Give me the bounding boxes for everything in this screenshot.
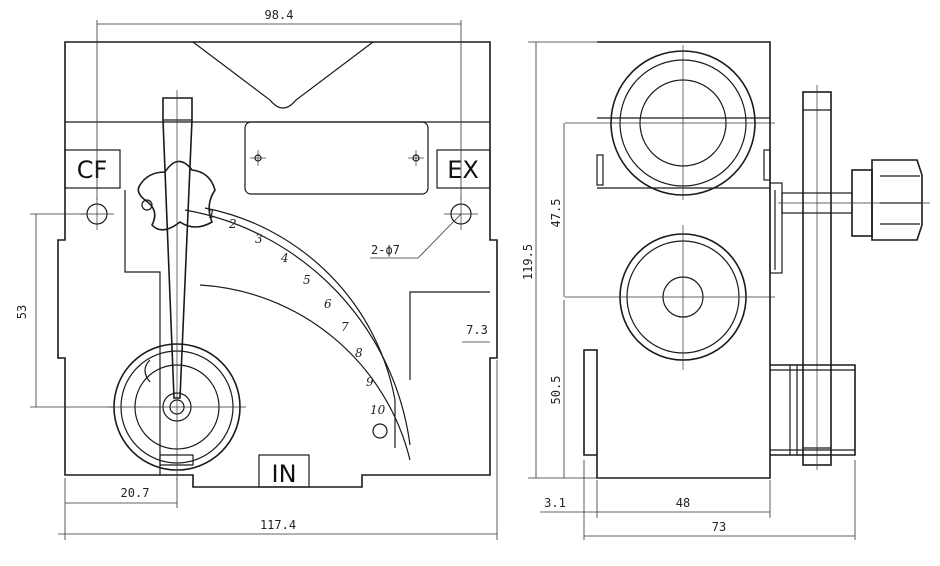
lower-boss bbox=[770, 364, 856, 456]
ex-label-box bbox=[436, 149, 491, 189]
dim-center-offset: 20.7 bbox=[121, 486, 150, 500]
scale-number: 1 bbox=[208, 207, 216, 221]
scale-number: 2 bbox=[228, 217, 237, 231]
scale-number: 7 bbox=[341, 320, 349, 334]
cf-label-box bbox=[64, 149, 121, 189]
dim-side-overall-width: 73 bbox=[712, 520, 726, 534]
nameplate bbox=[244, 121, 429, 195]
scale-number: 3 bbox=[255, 232, 263, 246]
lever-handle bbox=[162, 97, 193, 399]
dim-side-body-width: 48 bbox=[676, 496, 690, 510]
front-view: CF EX 1 2 3 4 5 6 7 8 9 10 IN bbox=[15, 8, 498, 540]
dim-hole-callout: 2-ϕ7 bbox=[371, 243, 400, 257]
front-dimensions: 98.4 53 7.3 20.7 117.4 2-ϕ7 bbox=[15, 8, 498, 540]
scale-arc bbox=[204, 207, 396, 401]
cf-label: CF bbox=[77, 156, 108, 184]
stop-hole bbox=[372, 423, 388, 439]
right-port bbox=[409, 291, 490, 380]
dim-side-height: 119.5 bbox=[521, 244, 535, 280]
front-body-outline bbox=[57, 41, 498, 488]
scale-number: 8 bbox=[355, 346, 363, 360]
clamp-knob bbox=[871, 159, 923, 241]
in-label-box bbox=[258, 454, 310, 488]
v-notch bbox=[192, 41, 374, 109]
side-view: 119.5 47.5 50.5 3.1 48 73 bbox=[521, 41, 930, 540]
dim-side-lower: 50.5 bbox=[549, 376, 563, 405]
side-dimensions: 119.5 47.5 50.5 3.1 48 73 bbox=[521, 41, 856, 540]
side-body-outline bbox=[583, 41, 771, 479]
scale-number: 10 bbox=[370, 403, 386, 417]
recessed-panel bbox=[124, 190, 161, 475]
dim-side-offset: 7.3 bbox=[466, 323, 488, 337]
scale-number: 4 bbox=[280, 251, 289, 265]
scale-number: 9 bbox=[366, 375, 374, 389]
dim-overall-width: 117.4 bbox=[260, 518, 296, 532]
dim-hole-spacing: 98.4 bbox=[265, 8, 294, 22]
scale-number: 5 bbox=[303, 273, 311, 287]
in-label: IN bbox=[271, 460, 296, 488]
dim-height-53: 53 bbox=[15, 305, 29, 319]
dim-side-upper: 47.5 bbox=[549, 199, 563, 228]
ex-label: EX bbox=[447, 156, 479, 184]
scale-number: 6 bbox=[324, 297, 332, 311]
dim-side-offset: 3.1 bbox=[544, 496, 566, 510]
